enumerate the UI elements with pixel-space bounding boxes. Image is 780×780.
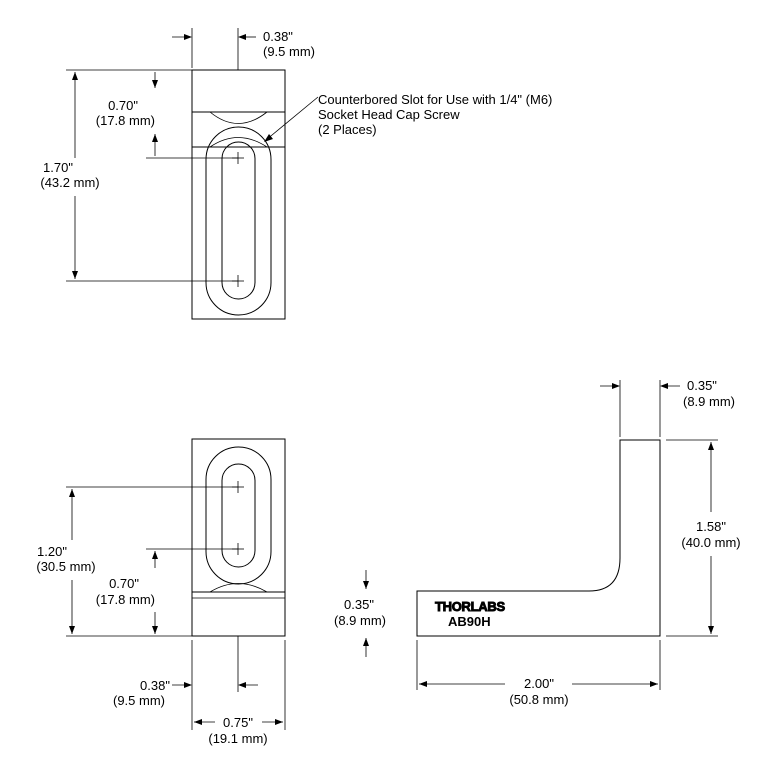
dim-height-in: 1.58"	[696, 519, 726, 534]
callout-line-1: Counterbored Slot for Use with 1/4" (M6)	[318, 92, 552, 107]
arrowhead	[238, 682, 246, 688]
dim-hole-height-mm: (30.5 mm)	[36, 559, 95, 574]
bottom-view-curve	[209, 583, 268, 593]
top-view-curve	[209, 137, 268, 148]
dim-height-in: 1.70"	[43, 160, 73, 175]
arrowhead	[275, 719, 283, 725]
arrowhead	[72, 271, 78, 279]
dim-height-mm: (43.2 mm)	[40, 175, 99, 190]
dim-slot-spacing-in: 0.70"	[108, 98, 138, 113]
dim-hole-height-in: 1.20"	[37, 544, 67, 559]
dim-thickness-top-in: 0.35"	[687, 378, 717, 393]
counterbore-outline	[205, 126, 272, 316]
arrowhead	[612, 383, 620, 389]
arrowhead	[264, 134, 273, 142]
brand-label: THORLABS	[435, 599, 505, 614]
dim-thickness-top-mm: (8.9 mm)	[683, 394, 735, 409]
counterbore-outline	[205, 446, 272, 585]
model-label: AB90H	[448, 614, 491, 629]
dim-height-mm: (40.0 mm)	[681, 535, 740, 550]
dim-length-mm: (50.8 mm)	[509, 692, 568, 707]
arrowhead	[708, 442, 714, 450]
dim-offset-in: 0.38"	[140, 678, 170, 693]
bottom-view-outline	[191, 438, 286, 637]
dim-thickness-left-in: 0.35"	[344, 597, 374, 612]
side-view: THORLABS AB90H 0.35" (8.9 mm) 1.58" (40.…	[334, 378, 741, 707]
callout-line-3: (2 Places)	[318, 122, 377, 137]
arrowhead	[363, 638, 369, 646]
arrowhead	[238, 34, 246, 40]
bottom-view: 1.20" (30.5 mm) 0.70" (17.8 mm) 0.38" (9…	[36, 438, 286, 746]
top-view-curve	[209, 111, 268, 124]
arrowhead	[419, 681, 427, 687]
dim-slot-spacing-in: 0.70"	[109, 576, 139, 591]
dim-slot-spacing-mm: (17.8 mm)	[96, 113, 155, 128]
dim-thickness-left-mm: (8.9 mm)	[334, 613, 386, 628]
callout-line-2: Socket Head Cap Screw	[318, 107, 460, 122]
arrowhead	[194, 719, 202, 725]
arrowhead	[660, 383, 668, 389]
callout-leader	[265, 96, 319, 141]
arrowhead	[69, 489, 75, 497]
side-view-profile	[416, 439, 661, 637]
arrowhead	[152, 134, 158, 142]
arrowhead	[72, 72, 78, 80]
arrowhead	[363, 581, 369, 589]
top-view: 0.38" (9.5 mm) 0.70" (17.8 mm) 1.70" (43…	[40, 28, 552, 320]
arrowhead	[152, 626, 158, 634]
arrowhead	[184, 682, 192, 688]
slot-outline	[221, 463, 256, 568]
dim-width-in: 0.75"	[223, 715, 253, 730]
arrowhead	[184, 34, 192, 40]
dim-offset-in: 0.38"	[263, 29, 293, 44]
top-view-outline	[191, 69, 286, 320]
arrowhead	[69, 626, 75, 634]
dim-offset-mm: (9.5 mm)	[263, 44, 315, 59]
arrowhead	[650, 681, 658, 687]
dim-offset-mm: (9.5 mm)	[113, 693, 165, 708]
dim-width-mm: (19.1 mm)	[208, 731, 267, 746]
arrowhead	[708, 626, 714, 634]
arrowhead	[152, 551, 158, 559]
dim-slot-spacing-mm: (17.8 mm)	[96, 592, 155, 607]
arrowhead	[152, 80, 158, 88]
dim-length-in: 2.00"	[524, 676, 554, 691]
slot-outline	[221, 141, 256, 300]
